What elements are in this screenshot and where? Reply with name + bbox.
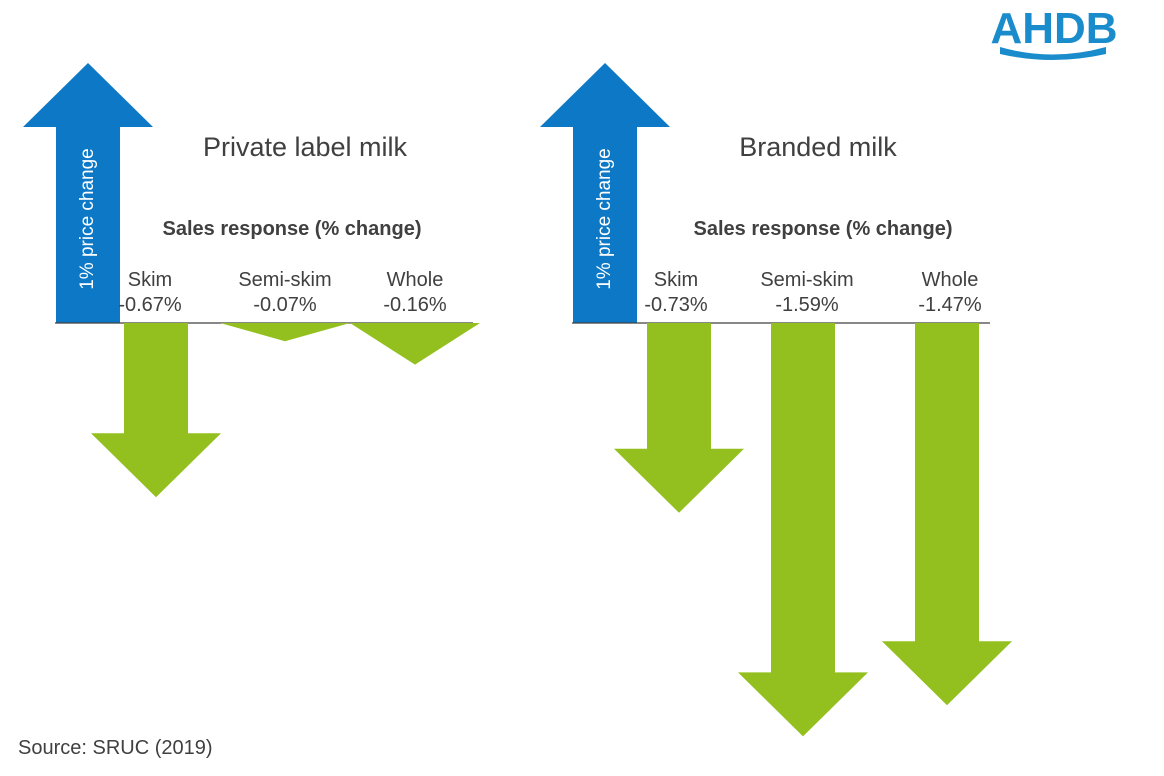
value-label-skim: -0.73% xyxy=(644,294,708,316)
category-label-skim: Skim xyxy=(128,269,172,291)
source-note: Source: SRUC (2019) xyxy=(18,737,213,759)
panel-title: Private label milk xyxy=(203,132,408,162)
price-change-label: 1% price change xyxy=(594,148,615,290)
response-arrow-whole xyxy=(350,323,480,365)
price-change-label: 1% price change xyxy=(77,148,98,290)
ahdb-logo: AHDB xyxy=(990,4,1118,60)
panel-private-label-milk: 1% price change Private label milk Sales… xyxy=(23,63,480,498)
category-label-semi-skim: Semi-skim xyxy=(238,269,331,291)
price-change-arrow xyxy=(540,63,670,323)
price-change-arrow xyxy=(23,63,153,323)
response-arrow-semi-skim xyxy=(220,323,350,342)
category-label-semi-skim: Semi-skim xyxy=(760,269,853,291)
category-label-skim: Skim xyxy=(654,269,698,291)
logo-text: AHDB xyxy=(990,4,1117,53)
panel-subtitle: Sales response (% change) xyxy=(694,218,953,240)
value-label-semi-skim: -0.07% xyxy=(253,294,317,316)
panel-branded-milk: 1% price change Branded milk Sales respo… xyxy=(540,63,1012,737)
panel-subtitle: Sales response (% change) xyxy=(163,218,422,240)
value-label-semi-skim: -1.59% xyxy=(775,294,839,316)
response-arrow-skim xyxy=(91,323,221,498)
category-label-whole: Whole xyxy=(922,269,979,291)
response-arrow-semi-skim xyxy=(738,323,868,737)
category-label-whole: Whole xyxy=(387,269,444,291)
value-label-skim: -0.67% xyxy=(118,294,182,316)
value-label-whole: -0.16% xyxy=(383,294,447,316)
value-label-whole: -1.47% xyxy=(918,294,982,316)
panel-title: Branded milk xyxy=(739,132,897,162)
response-arrow-whole xyxy=(882,323,1012,706)
response-arrow-skim xyxy=(614,323,744,513)
logo-swoosh-icon xyxy=(1000,47,1106,60)
